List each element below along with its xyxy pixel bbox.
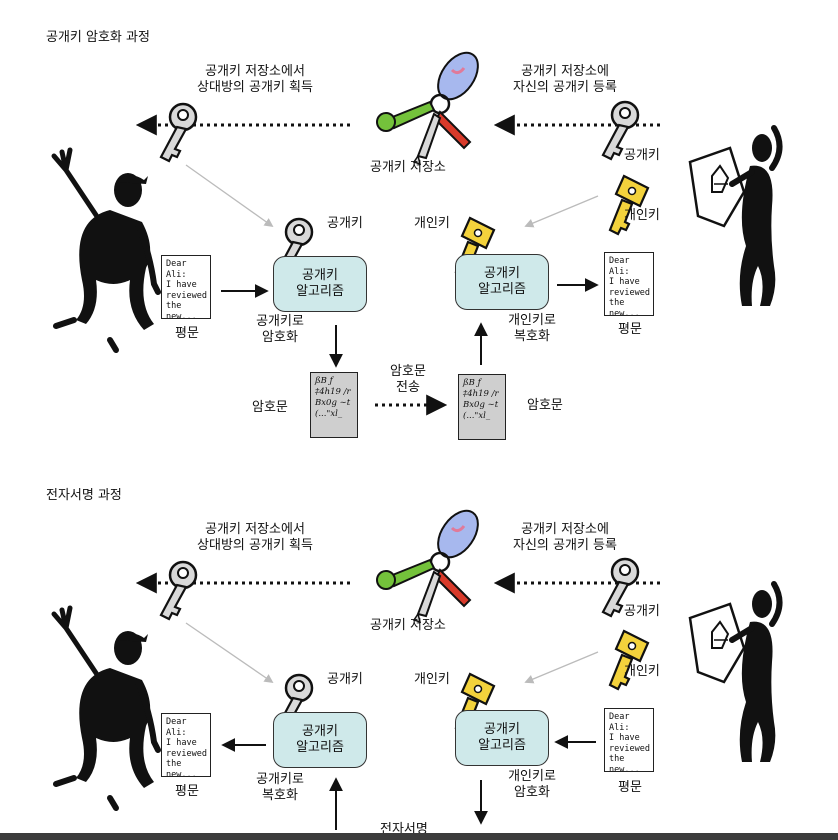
public-key-label: 공개키: [327, 216, 363, 231]
gold-key-icon: [608, 629, 650, 691]
bottom-bar: [0, 833, 838, 840]
right-repo-label: 공개키 저장소에 자신의 공개키 등록: [513, 64, 617, 95]
arrow-gray-public-key: [185, 164, 274, 228]
arrow-gray-public-key: [185, 622, 274, 684]
right-private-key-label: 개인키: [624, 664, 660, 679]
key-ring-icon: [375, 44, 488, 166]
gold-key-icon: [608, 174, 650, 236]
ciphertext-label-left: 암호문: [252, 400, 288, 415]
plaintext-label-left: 평문: [175, 784, 199, 799]
person-with-sign-icon: [690, 584, 780, 762]
section1-graphics: [54, 44, 780, 416]
left-repo-label: 공개키 저장소에서 상대방의 공개키 획득: [197, 64, 313, 95]
arrow-gray-private-key: [524, 651, 599, 684]
ciphertext-document-icon: ßB ƒ‡4h19 /r Bx0g ∼t(..."xl_: [458, 374, 506, 440]
right-repo-label: 공개키 저장소에 자신의 공개키 등록: [513, 522, 617, 553]
plaintext-label-right: 평문: [618, 322, 642, 337]
person-waving-icon: [54, 150, 158, 350]
section1-title: 공개키 암호화 과정: [46, 30, 150, 45]
repo-label: 공개키 저장소: [370, 160, 446, 175]
repo-label: 공개키 저장소: [370, 618, 446, 633]
right-private-key-label: 개인키: [624, 208, 660, 223]
person-waving-icon: [54, 608, 158, 808]
section2-title: 전자서명 과정: [46, 488, 122, 503]
key-ring-icon: [375, 502, 488, 624]
silver-key-icon: [159, 102, 198, 163]
right-public-key-label: 공개키: [624, 148, 660, 163]
section2-graphics: [54, 502, 780, 830]
private-key-label: 개인키: [414, 216, 450, 231]
plaintext-label-right: 평문: [618, 780, 642, 795]
private-key-label: 개인키: [414, 672, 450, 687]
ciphertext-label-right: 암호문: [527, 398, 563, 413]
plaintext-label-left: 평문: [175, 326, 199, 341]
arrow-gray-private-key: [524, 195, 599, 228]
silver-key-icon: [159, 560, 198, 621]
left-repo-label: 공개키 저장소에서 상대방의 공개키 획득: [197, 522, 313, 553]
right-public-key-label: 공개키: [624, 604, 660, 619]
public-key-label: 공개키: [327, 672, 363, 687]
person-with-sign-icon: [690, 128, 780, 306]
ciphertext-document-icon: ßB ƒ‡4h19 /r Bx0g ∼t(..."xl_: [310, 372, 358, 438]
